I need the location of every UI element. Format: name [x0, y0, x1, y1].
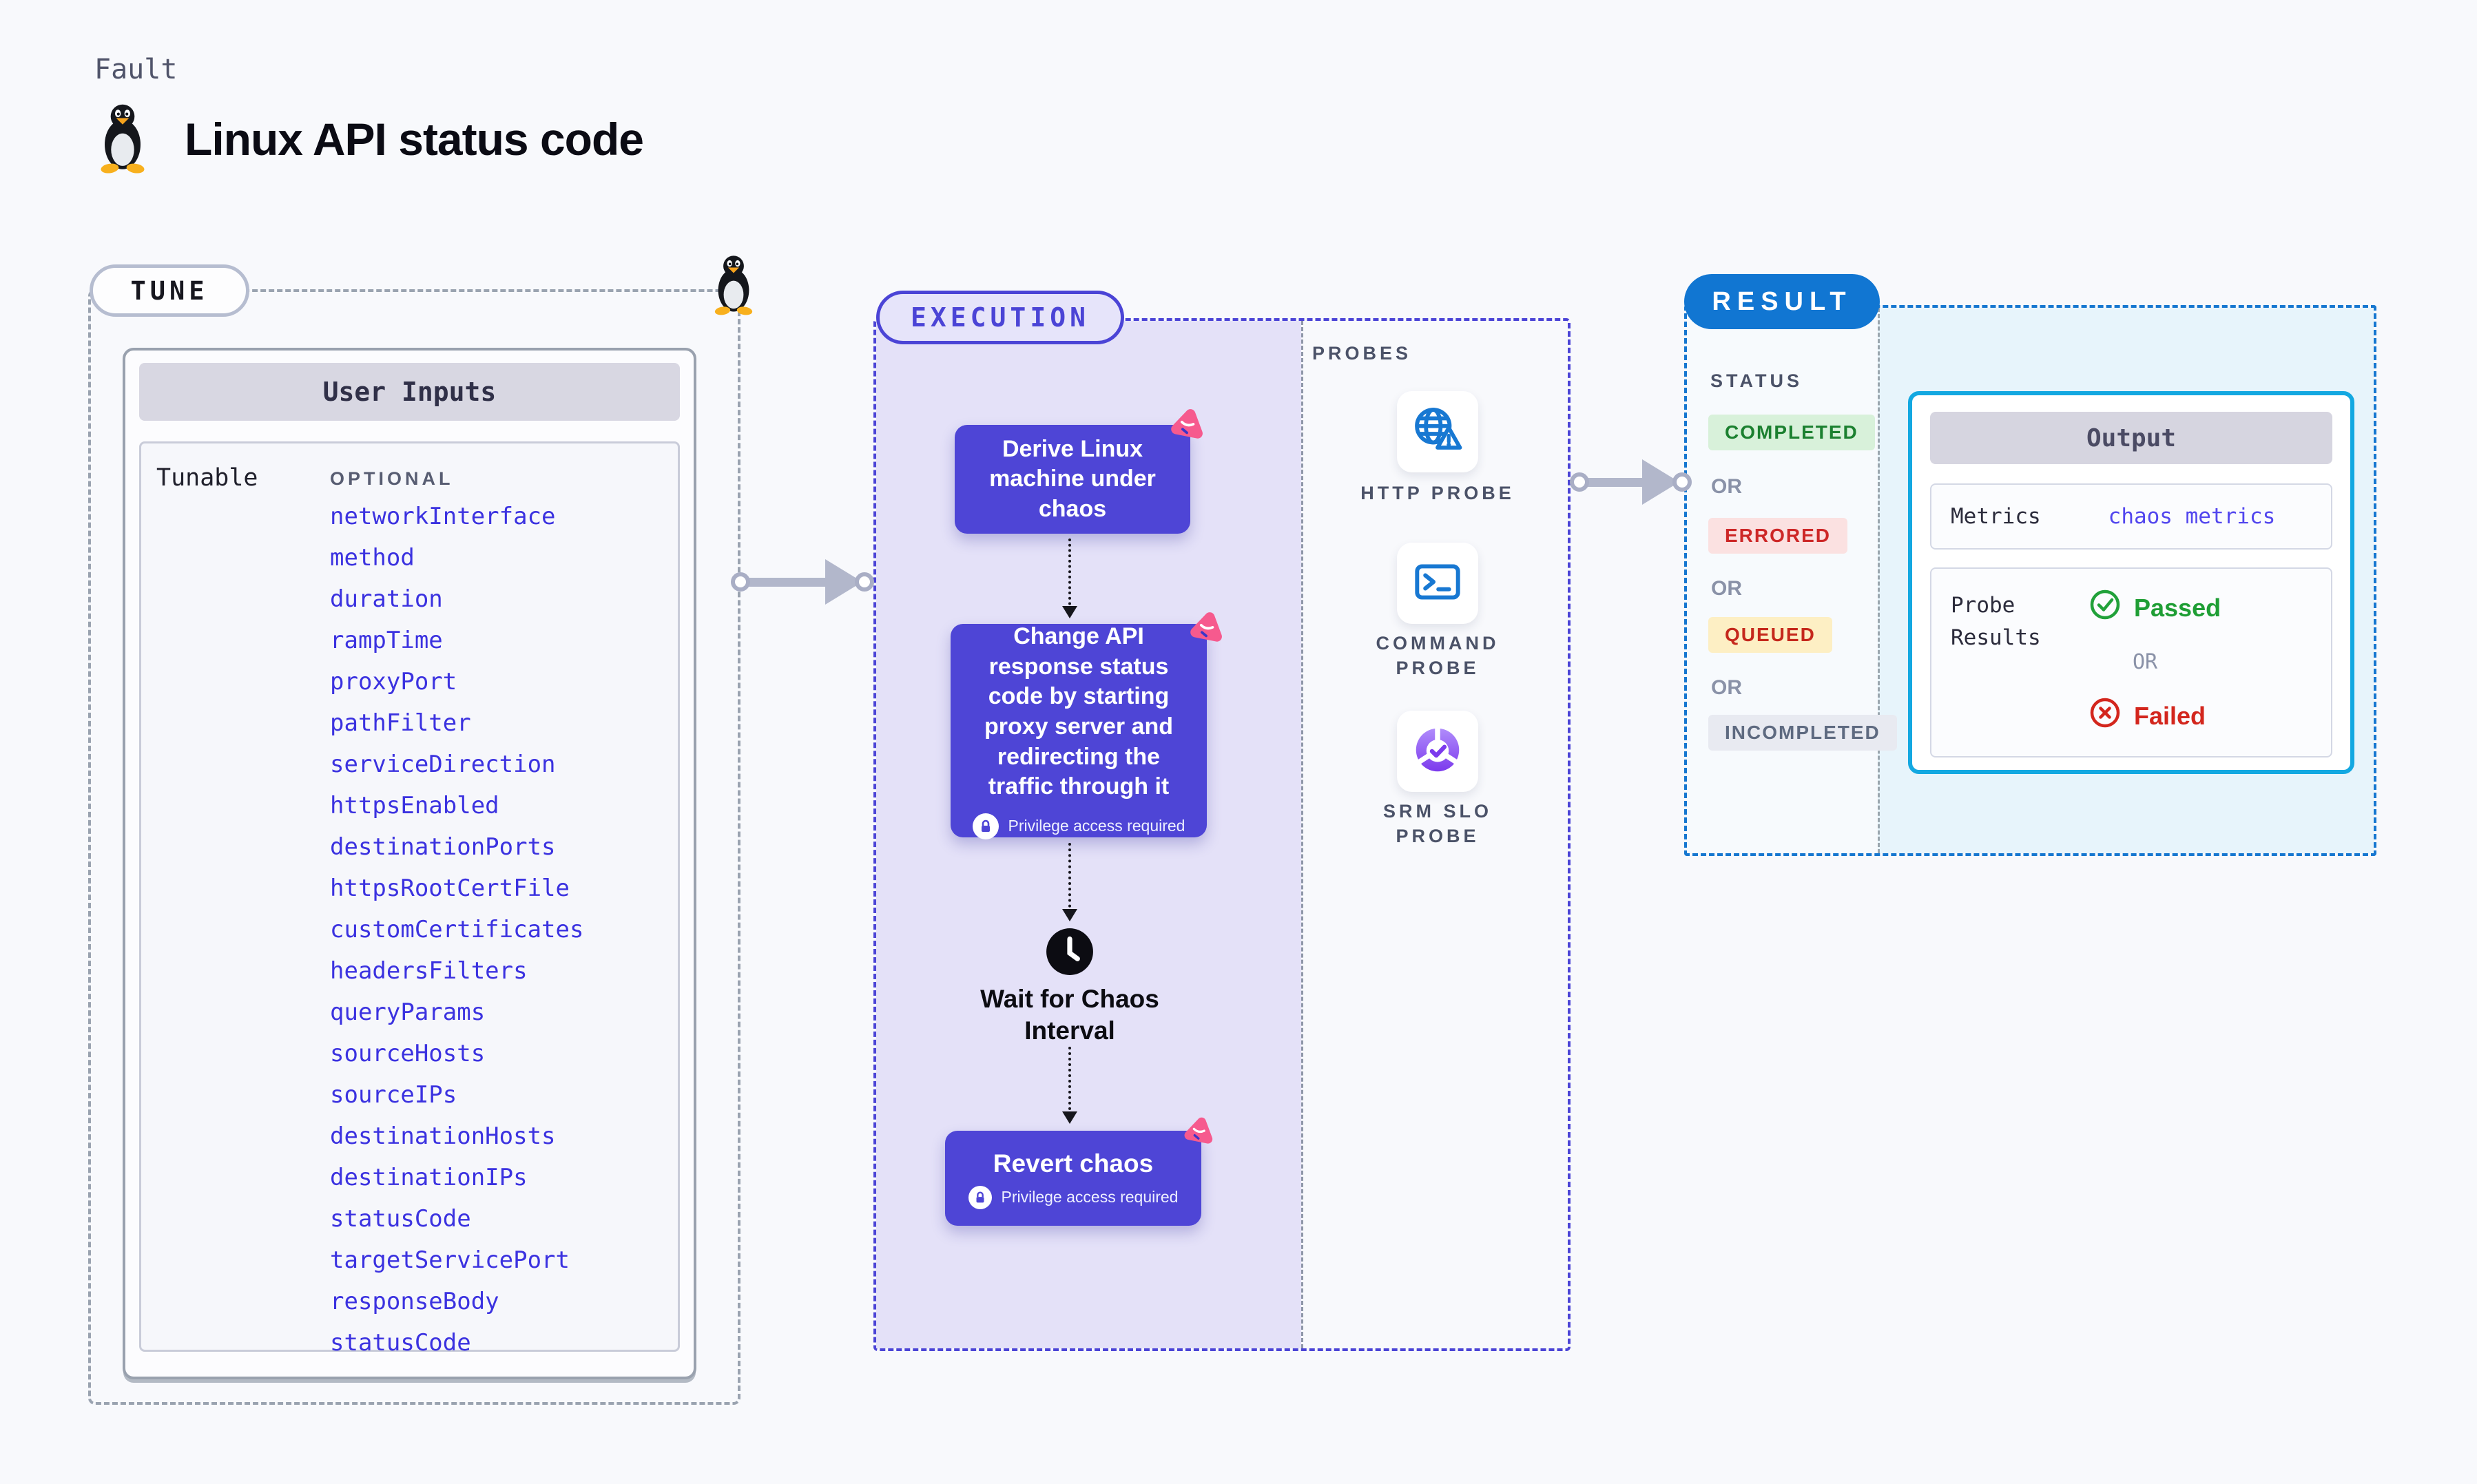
linux-penguin-icon [95, 102, 150, 174]
output-card: Output Metrics chaos metrics Probe Resul… [1908, 391, 2354, 774]
tunable-item[interactable]: networkInterface [330, 503, 556, 530]
clock-icon [1045, 927, 1095, 976]
slo-donut-check-icon [1410, 722, 1465, 781]
terminal-icon [1411, 556, 1464, 612]
probes-section-label: PROBES [1312, 343, 1412, 364]
tunable-item[interactable]: queryParams [330, 999, 486, 1026]
tunable-item[interactable]: destinationPorts [330, 833, 556, 861]
tunables-list: networkInterface method duration rampTim… [330, 504, 583, 1355]
step-title: Revert chaos [993, 1149, 1154, 1178]
lock-icon [968, 1185, 992, 1209]
or-label: OR [1711, 475, 1742, 498]
probe-results-label: Probe Results [1951, 593, 2041, 650]
tunable-item[interactable]: destinationHosts [330, 1122, 556, 1150]
user-inputs-card: User Inputs Tunable OPTIONAL networkInte… [123, 348, 696, 1379]
lock-icon [972, 813, 999, 839]
tunable-item[interactable]: sourceHosts [330, 1040, 486, 1067]
result-section-label: RESULT [1684, 274, 1880, 329]
step-revert-chaos: Revert chaos Privilege access required [945, 1131, 1201, 1226]
flow-arrow [1062, 1047, 1077, 1124]
tunable-row-label: Tunable [156, 464, 258, 492]
probe-results-row: Probe Results Passed OR [1930, 567, 2332, 757]
chaos-icon [1186, 610, 1223, 647]
or-label: OR [1711, 676, 1742, 699]
tunable-item[interactable]: responseBody [330, 1288, 499, 1315]
tunable-item[interactable]: destinationIPs [330, 1164, 528, 1191]
command-probe-card [1397, 543, 1478, 624]
chaos-icon [1167, 407, 1204, 444]
tunable-item[interactable]: rampTime [330, 627, 443, 654]
flow-arrow [1062, 539, 1077, 618]
step-change-status-code: Change API response status code by start… [951, 623, 1207, 839]
check-circle-icon [2089, 588, 2122, 627]
or-label: OR [2133, 649, 2158, 674]
srm-slo-probe-label: SRM SLO PROBE [1382, 801, 1492, 847]
output-header: Output [1930, 412, 2332, 464]
status-label: STATUS [1710, 370, 1803, 391]
step-derive-machine: Derive Linux machine under chaos [955, 425, 1190, 534]
http-probe-label: HTTP PROBE [1360, 483, 1515, 503]
or-label: OR [1711, 577, 1742, 600]
tune-section-border [88, 289, 740, 1405]
status-badge-errored: ERRORED [1708, 518, 1848, 554]
status-badge-completed: COMPLETED [1708, 415, 1875, 450]
tunable-item[interactable]: statusCode [330, 1329, 471, 1357]
passed-label: Passed [2134, 593, 2221, 622]
command-probe-label: COMMAND PROBE [1376, 633, 1500, 679]
tunable-item[interactable]: sourceIPs [330, 1081, 457, 1109]
metrics-value-link[interactable]: chaos metrics [2108, 504, 2276, 529]
tunable-item[interactable]: customCertificates [330, 916, 584, 943]
failed-label: Failed [2134, 701, 2206, 730]
status-badge-incompleted: INCOMPLETED [1708, 715, 1897, 751]
tunable-item[interactable]: headersFilters [330, 957, 528, 985]
user-inputs-header: User Inputs [139, 363, 680, 421]
tunable-item[interactable]: method [330, 544, 415, 572]
tunable-item[interactable]: serviceDirection [330, 751, 556, 778]
result-status-panel [1687, 308, 1878, 853]
globe-warning-icon [1410, 403, 1465, 461]
optional-column-label: OPTIONAL [330, 468, 454, 489]
tunable-item[interactable]: httpsRootCertFile [330, 875, 570, 902]
tunable-item[interactable]: pathFilter [330, 709, 471, 737]
execution-section-label: EXECUTION [876, 291, 1124, 344]
http-probe-card [1397, 391, 1478, 472]
tunables-list-panel: Tunable OPTIONAL networkInterface method… [139, 441, 680, 1355]
tune-section-label: TUNE [90, 264, 249, 317]
x-circle-icon [2089, 696, 2122, 735]
chaos-icon [1181, 1116, 1214, 1149]
fault-eyebrow: Fault [94, 54, 178, 85]
step-title: Derive Linux machine under chaos [989, 435, 1156, 522]
tunable-item[interactable]: duration [330, 585, 443, 613]
tunable-item[interactable]: httpsEnabled [330, 792, 499, 819]
metrics-label: Metrics [1951, 504, 2041, 529]
privilege-note: Privilege access required [1001, 1188, 1179, 1206]
step-title: Change API response status code by start… [984, 623, 1174, 800]
linux-penguin-icon [712, 253, 756, 315]
wait-step-title: Wait for Chaos Interval [980, 985, 1159, 1045]
tunable-item[interactable]: targetServicePort [330, 1246, 570, 1274]
page-title: Linux API status code [185, 114, 644, 165]
tunable-item[interactable]: proxyPort [330, 668, 457, 696]
flow-arrow [1062, 843, 1077, 921]
srm-slo-probe-card [1397, 711, 1478, 792]
privilege-note: Privilege access required [1008, 817, 1185, 835]
status-badge-queued: QUEUED [1708, 617, 1832, 653]
tunable-item[interactable]: statusCode [330, 1205, 471, 1233]
execution-probes-divider [1301, 321, 1303, 1348]
metrics-row: Metrics chaos metrics [1930, 483, 2332, 550]
